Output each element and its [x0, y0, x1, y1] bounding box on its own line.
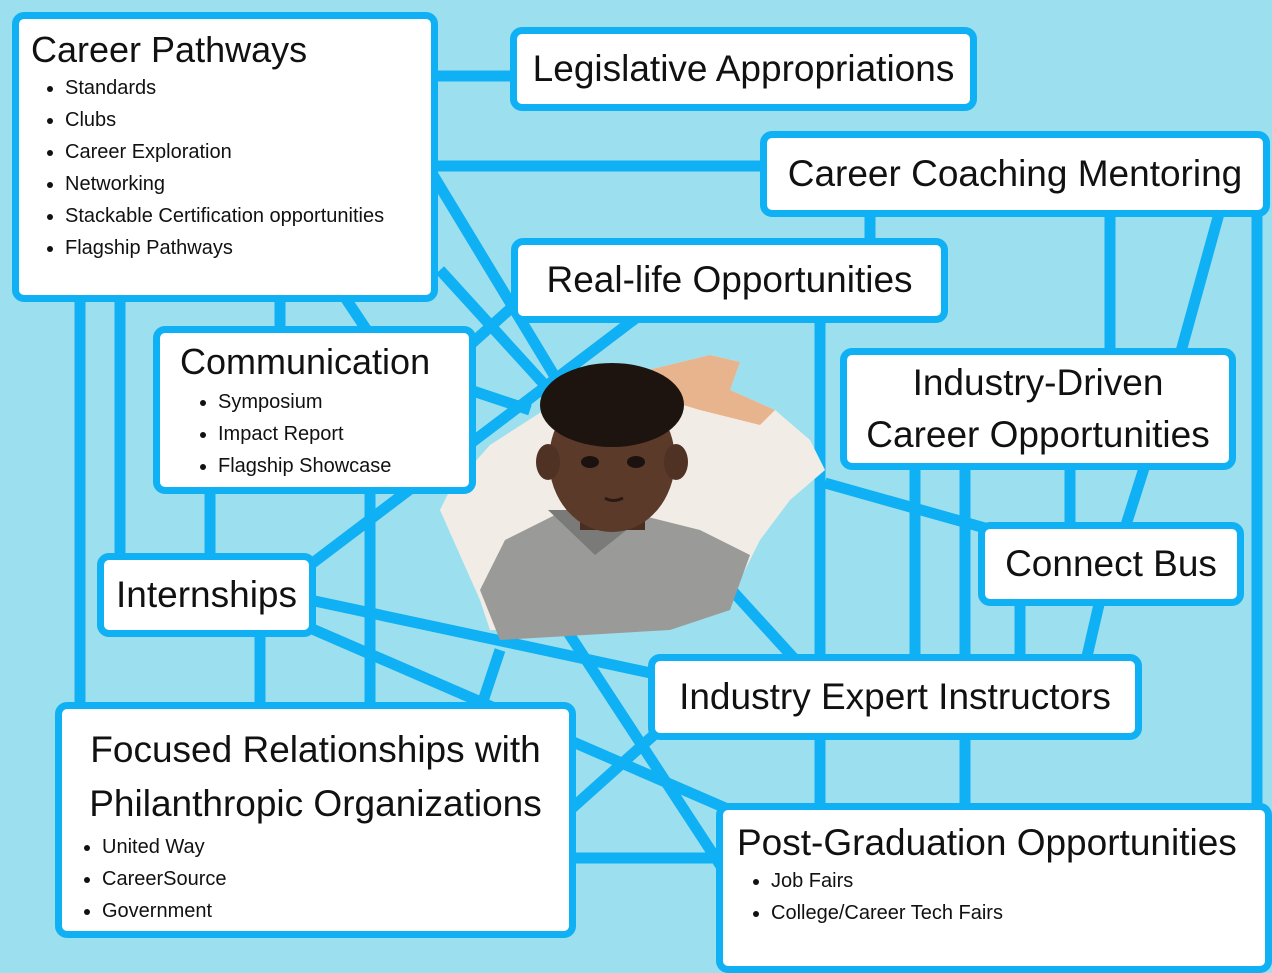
career-pathways-box: Career Pathways Standards Clubs Career E…	[12, 12, 438, 302]
communication-box: Communication Symposium Impact Report Fl…	[153, 326, 476, 494]
industry-expert-instructors-title: Industry Expert Instructors	[679, 675, 1111, 717]
connector-line	[1119, 463, 1151, 530]
list-item: Impact Report	[218, 418, 469, 450]
industry-expert-instructors-box: Industry Expert Instructors	[648, 654, 1142, 740]
list-item: Networking	[65, 168, 431, 200]
post-graduation-box: Post-Graduation Opportunities Job Fairs …	[716, 803, 1272, 973]
list-item: Stackable Certification opportunities	[65, 200, 431, 232]
child-photo	[430, 350, 830, 650]
career-coaching-box: Career Coaching Mentoring	[760, 131, 1270, 217]
list-item: Flagship Pathways	[65, 232, 431, 264]
legislative-appropriations-box: Legislative Appropriations	[510, 27, 977, 111]
list-item: College/Career Tech Fairs	[771, 897, 1265, 929]
list-item: Symposium	[218, 386, 469, 418]
list-item: Career Exploration	[65, 136, 431, 168]
list-item: Clubs	[65, 104, 431, 136]
list-item: Government	[102, 895, 569, 927]
post-graduation-list: Job Fairs College/Career Tech Fairs	[737, 865, 1265, 929]
career-pathways-title: Career Pathways	[31, 29, 308, 70]
internships-title: Internships	[116, 573, 297, 615]
internships-box: Internships	[97, 553, 316, 637]
connector-line	[474, 648, 506, 712]
connector-line	[566, 720, 669, 815]
connector-line	[823, 477, 987, 534]
list-item: Flagship Showcase	[218, 450, 469, 482]
list-item: Standards	[65, 72, 431, 104]
communication-list: Symposium Impact Report Flagship Showcas…	[180, 386, 469, 482]
legislative-appropriations-title: Legislative Appropriations	[532, 47, 955, 89]
career-coaching-title: Career Coaching Mentoring	[787, 152, 1243, 194]
focused-relationships-title-line1: Focused Relationships with	[90, 729, 541, 770]
communication-title: Communication	[180, 341, 431, 382]
real-life-opportunities-box: Real-life Opportunities	[511, 238, 948, 323]
focused-relationships-box: Focused Relationships with Philanthropic…	[55, 702, 576, 938]
connector-line	[1174, 208, 1226, 357]
list-item: United Way	[102, 831, 569, 863]
list-item: CareerSource	[102, 863, 569, 895]
list-item: Job Fairs	[771, 865, 1265, 897]
connect-bus-title: Connect Bus	[1005, 542, 1217, 584]
career-pathways-list: Standards Clubs Career Exploration Netwo…	[31, 72, 431, 264]
connect-bus-box: Connect Bus	[978, 522, 1244, 606]
real-life-opportunities-title: Real-life Opportunities	[546, 259, 913, 301]
connector-line	[425, 167, 565, 388]
connector-line	[308, 594, 662, 681]
industry-driven-title-line2: Career Opportunities	[866, 414, 1210, 455]
post-graduation-title: Post-Graduation Opportunities	[737, 822, 1237, 863]
focused-relationships-title-line2: Philanthropic Organizations	[89, 783, 542, 824]
industry-driven-title-line1: Industry-Driven	[912, 362, 1164, 403]
focused-relationships-list: United Way CareerSource Government	[62, 831, 569, 927]
industry-driven-box: Industry-Driven Career Opportunities	[840, 348, 1236, 470]
